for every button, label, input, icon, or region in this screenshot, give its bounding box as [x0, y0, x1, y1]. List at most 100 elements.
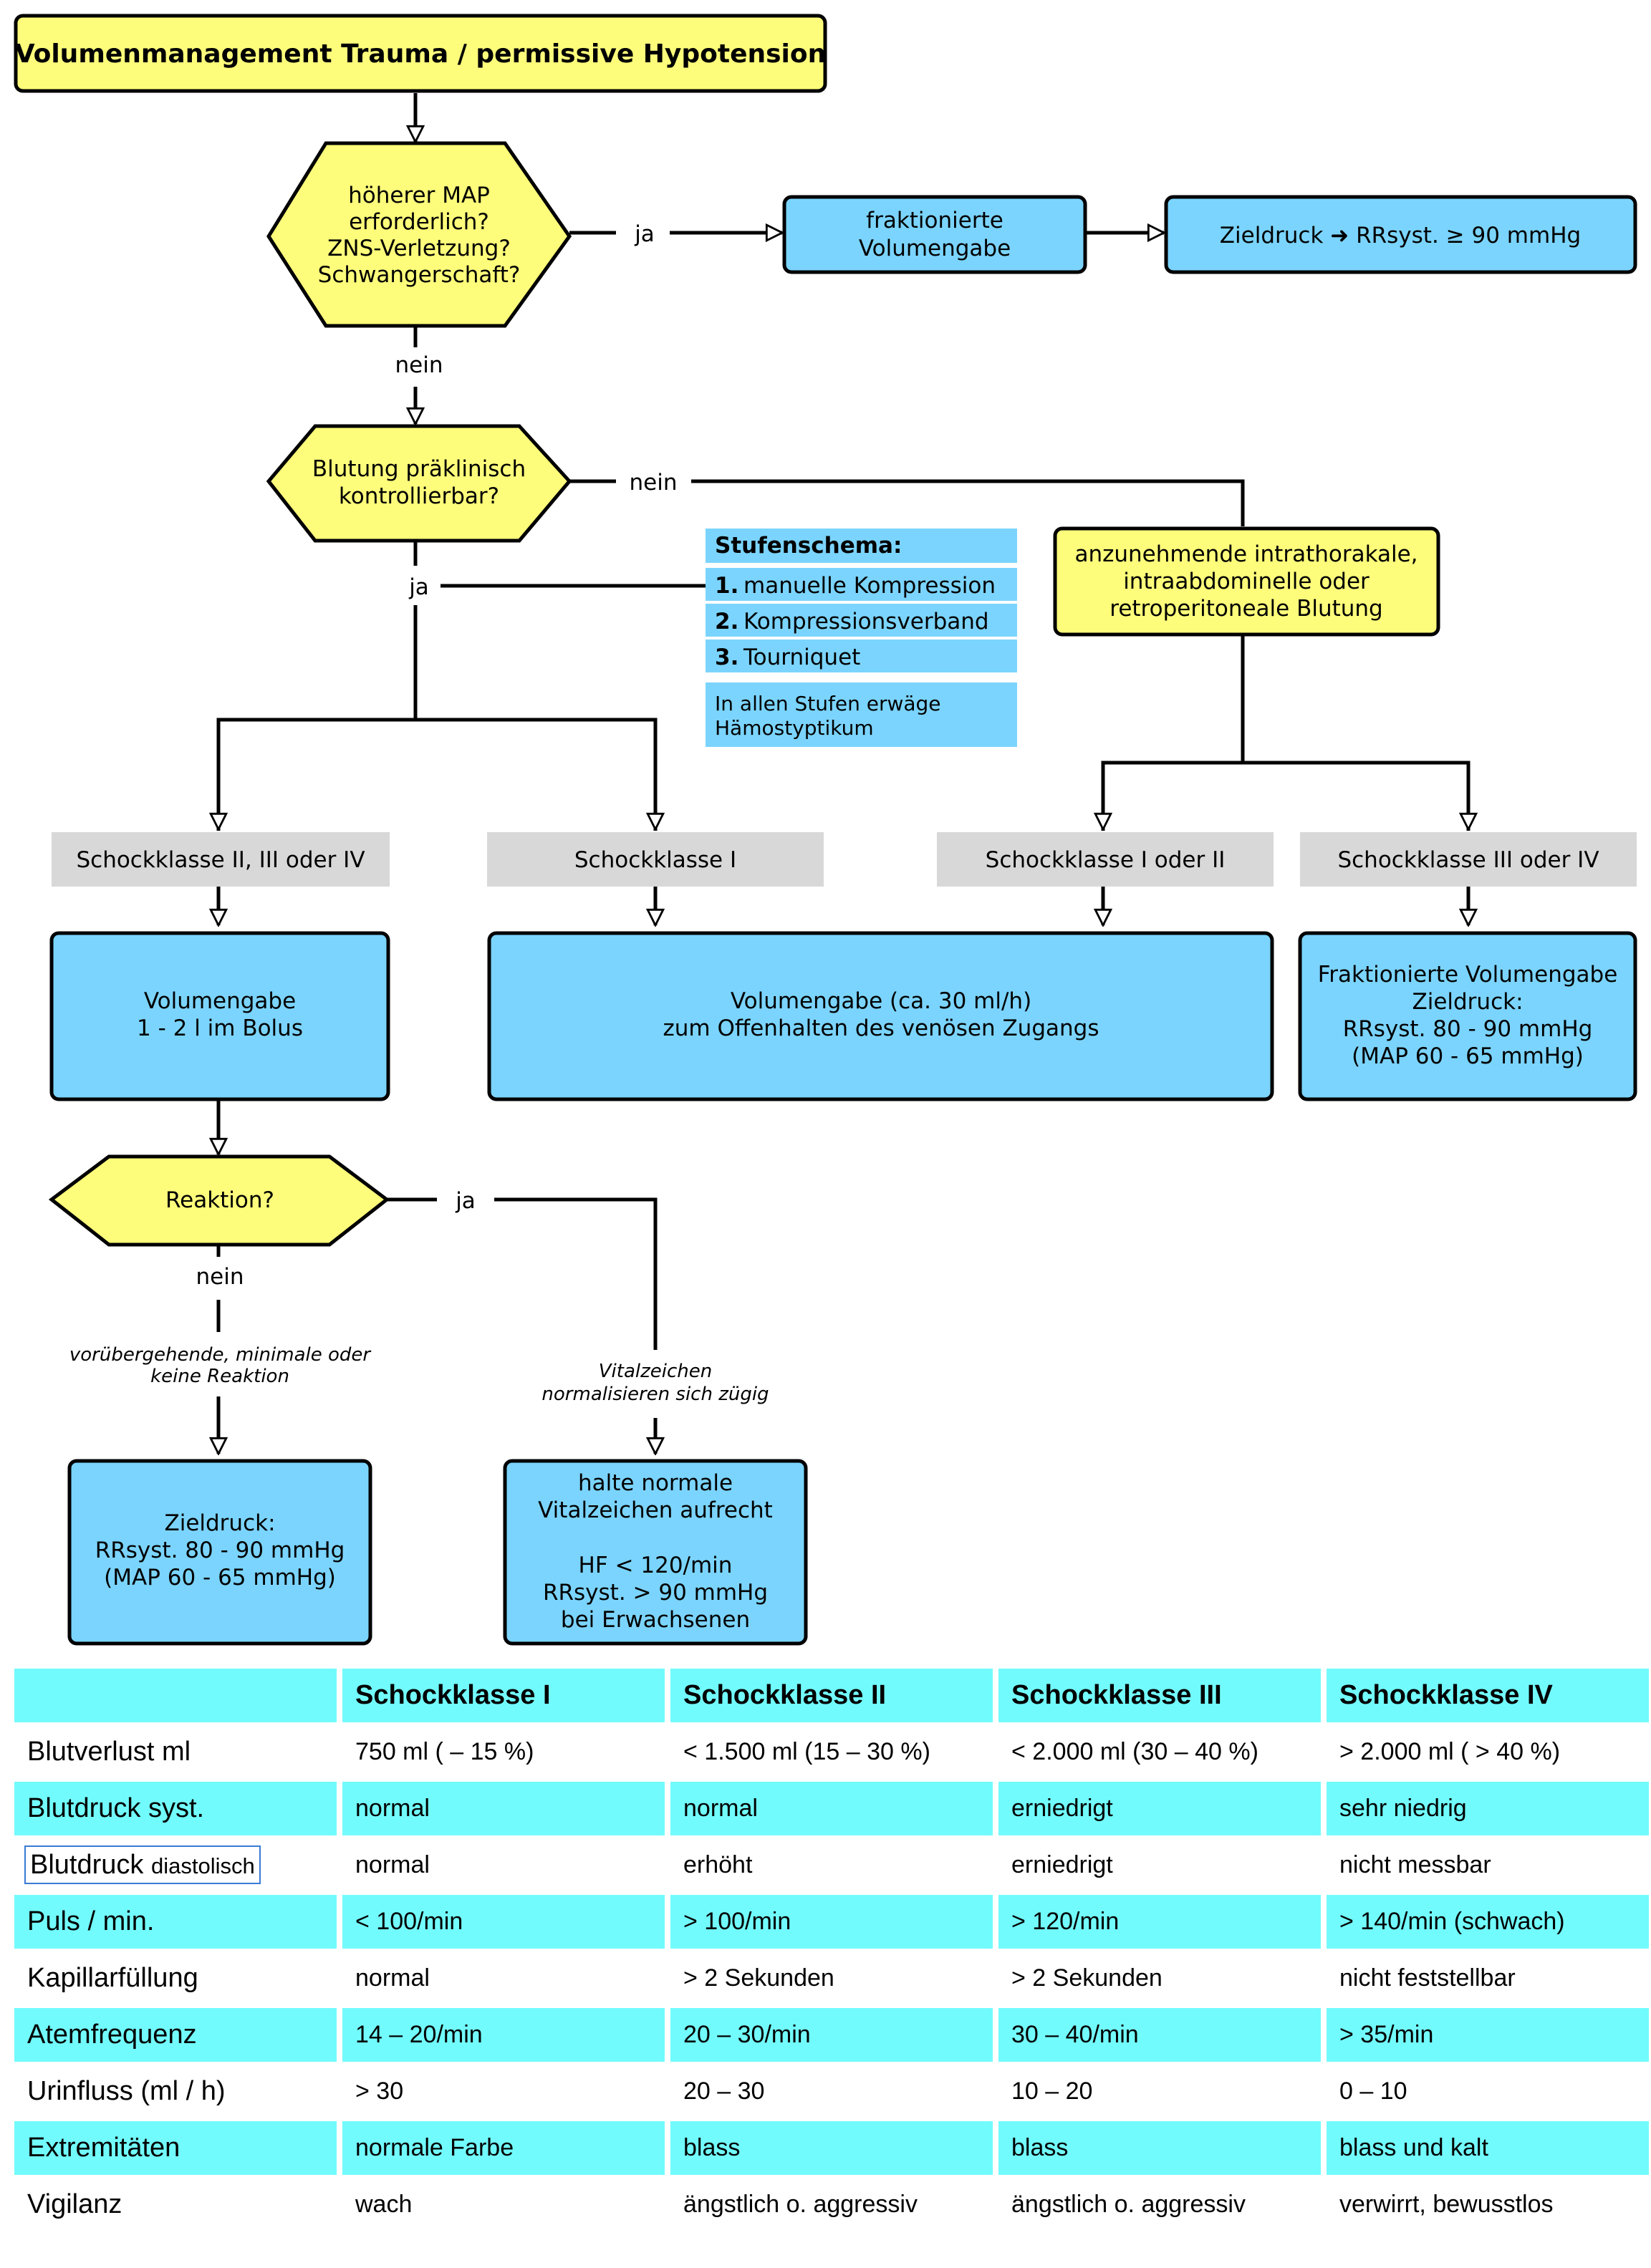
table-cell: blass: [998, 2121, 1321, 2175]
fractional-line1: fraktionierte: [866, 208, 1003, 233]
table-cell: 20 – 30/min: [670, 2008, 993, 2062]
table-cell: 20 – 30: [683, 2078, 765, 2105]
row-label-selected[interactable]: Blutdruck diastolisch: [14, 1838, 337, 1892]
step-2-number: 2.: [715, 609, 738, 634]
class-label-text-4: Schockklasse III oder IV: [1337, 847, 1599, 873]
row-label: Extremitäten: [14, 2121, 337, 2175]
stufenschema-note-line1: In allen Stufen erwäge: [715, 692, 941, 715]
title-box: Volumenmanagement Trauma / permissive Hy…: [14, 14, 827, 93]
row-label-main: Blutdruck: [30, 1850, 144, 1880]
keep-open-volume-box: Volumengabe (ca. 30 ml/h) zum Offenhalte…: [487, 931, 1274, 1101]
table-cell: blass und kalt: [1327, 2121, 1649, 2175]
table-cell: sehr niedrig: [1327, 1782, 1649, 1835]
target2-line2: RRsyst. 80 - 90 mmHg: [95, 1538, 345, 1563]
normalize-note-line2: normalisieren sich zügig: [541, 1384, 769, 1405]
table-cell: > 120/min: [998, 1895, 1321, 1949]
decision-map-requirement: höherer MAP erforderlich? ZNS-Verletzung…: [266, 141, 572, 328]
stufenschema-panel: Stufenschema: 1. manuelle Kompression 2.…: [706, 529, 1017, 747]
row-label: Blutverlust ml: [27, 1737, 191, 1767]
internal-bleeding-box: anzunehmende intrathorakale, intraabdomi…: [1053, 526, 1440, 637]
target-pressure-box: Zieldruck ➜ RRsyst. ≥ 90 mmHg: [1164, 195, 1637, 274]
table-cell: wach: [355, 2191, 413, 2218]
table-cell: > 2 Sekunden: [1011, 1964, 1163, 1992]
table-cell: erhöht: [683, 1851, 753, 1878]
nein-label-3: nein: [196, 1264, 244, 1290]
table-cell: > 100/min: [670, 1895, 993, 1949]
row-label: Puls / min.: [14, 1895, 337, 1949]
table-row: Kapillarfüllung normal > 2 Sekunden > 2 …: [14, 1951, 1649, 2005]
normalize-note-line1: Vitalzeichen: [599, 1361, 712, 1382]
decision1-line1: höherer MAP: [348, 183, 490, 208]
class-label-text-3: Schockklasse I oder II: [986, 847, 1226, 873]
decision2-line2: kontrollierbar?: [339, 483, 499, 509]
maintain-line1: halte normale: [578, 1470, 733, 1496]
class-label-text-2: Schockklasse I: [574, 847, 736, 873]
step-3-number: 3.: [715, 645, 738, 670]
table-cell: 0 – 10: [1339, 2078, 1407, 2105]
bleeding-line3: retroperitoneale Blutung: [1110, 596, 1382, 622]
table-cell: ängstlich o. aggressiv: [1011, 2191, 1246, 2218]
table-cell: > 2 Sekunden: [683, 1964, 834, 1992]
stufenschema-note-line2: Hämostyptikum: [715, 716, 874, 740]
frac-target-line2: Zieldruck:: [1412, 989, 1523, 1015]
ja-label-2: ja: [408, 574, 429, 600]
table-cell: normal: [355, 1964, 430, 1992]
class-label-2-3-4: Schockklasse II, III oder IV: [52, 832, 390, 887]
ja-label-3: ja: [455, 1188, 476, 1214]
class-label-1-or-2: Schockklasse I oder II: [937, 832, 1274, 887]
bolus-volume-box: Volumengabe 1 - 2 l im Bolus: [49, 931, 390, 1101]
reaction-text: Reaktion?: [165, 1187, 274, 1213]
table-row: Vigilanz wach ängstlich o. aggressiv äng…: [14, 2178, 1649, 2231]
decision2-line1: Blutung präklinisch: [312, 456, 526, 482]
class-label-1: Schockklasse I: [487, 832, 824, 887]
table-cell: > 30: [355, 2078, 404, 2105]
table-cell: 14 – 20/min: [342, 2008, 665, 2062]
table-cell: verwirrt, bewusstlos: [1339, 2191, 1554, 2218]
table-cell: < 2.000 ml (30 – 40 %): [1011, 1738, 1258, 1765]
bleeding-line1: anzunehmende intrathorakale,: [1074, 541, 1417, 567]
shock-class-table: Schockklasse I Schockklasse II Schockkla…: [9, 1666, 1651, 2234]
table-cell: 30 – 40/min: [998, 2008, 1321, 2062]
target-pressure-box-2: Zieldruck: RRsyst. 80 - 90 mmHg (MAP 60 …: [67, 1459, 372, 1646]
class-label-3-or-4: Schockklasse III oder IV: [1300, 832, 1637, 887]
row-label: Atemfrequenz: [14, 2008, 337, 2062]
table-cell: normal: [355, 1851, 430, 1878]
step-1-text: manuelle Kompression: [743, 573, 996, 599]
table-cell: nicht feststellbar: [1339, 1964, 1516, 1992]
table-cell: ängstlich o. aggressiv: [683, 2191, 918, 2218]
decision1-line4: Schwangerschaft?: [318, 262, 521, 288]
table-cell: 10 – 20: [1011, 2078, 1093, 2105]
row-label: Blutdruck syst.: [14, 1782, 337, 1835]
table-cell: > 35/min: [1327, 2008, 1649, 2062]
table-row: Blutdruck syst. normal normal erniedrigt…: [14, 1782, 1649, 1835]
table-cell: < 1.500 ml (15 – 30 %): [683, 1738, 930, 1765]
keep-open-line1: Volumengabe (ca. 30 ml/h): [731, 988, 1031, 1014]
header-class-4: Schockklasse IV: [1327, 1669, 1649, 1722]
step-3-text: Tourniquet: [743, 645, 860, 670]
row-label: Vigilanz: [27, 2189, 122, 2219]
target-pressure-text: Zieldruck ➜ RRsyst. ≥ 90 mmHg: [1220, 223, 1581, 248]
keep-open-line2: zum Offenhalten des venösen Zugangs: [663, 1015, 1099, 1041]
table-cell: erniedrigt: [1011, 1851, 1113, 1878]
step-1-number: 1.: [715, 573, 738, 599]
header-class-2: Schockklasse II: [670, 1669, 993, 1722]
table-row: Blutdruck diastolisch normal erhöht erni…: [14, 1838, 1649, 1892]
table-cell: normale Farbe: [342, 2121, 665, 2175]
table-row: Extremitäten normale Farbe blass blass b…: [14, 2121, 1649, 2175]
bleeding-line2: intraabdominelle oder: [1123, 569, 1370, 594]
target2-line1: Zieldruck:: [164, 1510, 275, 1536]
table-row: Atemfrequenz 14 – 20/min 20 – 30/min 30 …: [14, 2008, 1649, 2062]
bolus-line1: Volumengabe: [144, 988, 296, 1014]
table-row: Puls / min. < 100/min > 100/min > 120/mi…: [14, 1895, 1649, 1949]
table-cell: erniedrigt: [998, 1782, 1321, 1835]
maintain-vitals-box: halte normale Vitalzeichen aufrecht HF <…: [503, 1459, 808, 1646]
table-cell: normal: [342, 1782, 665, 1835]
table-header-row: Schockklasse I Schockklasse II Schockkla…: [14, 1669, 1649, 1722]
title-text: Volumenmanagement Trauma / permissive Hy…: [15, 39, 827, 69]
header-class-3: Schockklasse III: [998, 1669, 1321, 1722]
decision-bleeding-controllable: Blutung präklinisch kontrollierbar?: [266, 424, 572, 543]
maintain-line2: Vitalzeichen aufrecht: [538, 1497, 773, 1523]
table-row: Urinfluss (ml / h) > 30 20 – 30 10 – 20 …: [14, 2065, 1649, 2118]
maintain-line4: RRsyst. > 90 mmHg: [543, 1580, 768, 1606]
bolus-line2: 1 - 2 l im Bolus: [137, 1015, 303, 1041]
